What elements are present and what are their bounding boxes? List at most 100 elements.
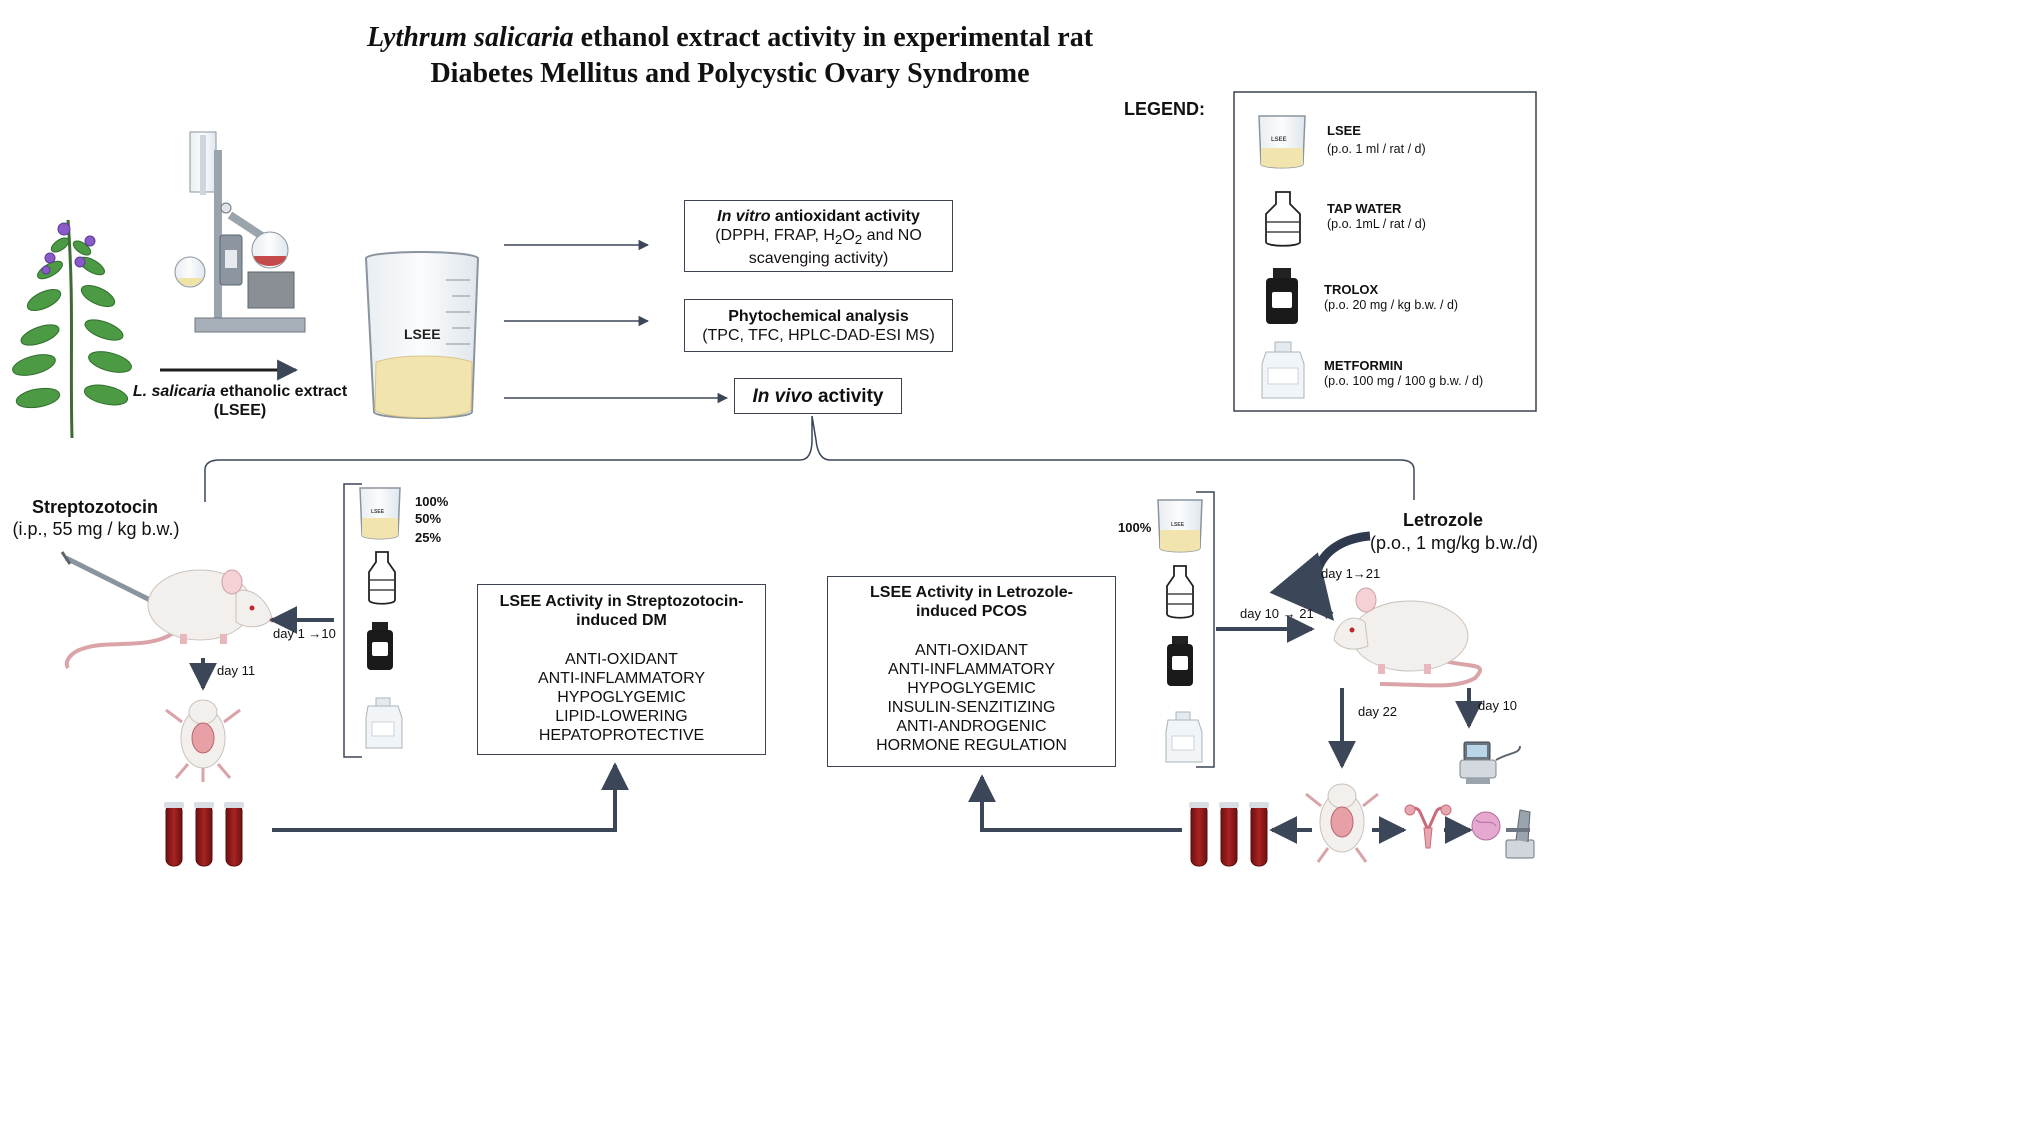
beaker-label: LSEE bbox=[404, 326, 441, 342]
pcos-trolox-vial-icon bbox=[1167, 636, 1193, 686]
pcos-inducer-name: Letrozole bbox=[1402, 510, 1483, 530]
phytochemical-heading: Phytochemical analysis bbox=[728, 308, 909, 325]
extract-caption-abbr: (LSEE) bbox=[213, 402, 267, 419]
in-vitro-box: In vitro antioxidant activity (DPPH, FRA… bbox=[684, 200, 953, 272]
in-vitro-o: O bbox=[842, 227, 855, 244]
title-line-2: Diabetes Mellitus and Polycystic Ovary S… bbox=[430, 58, 1030, 89]
dm-effect-hepatoprotective: HEPATOPROTECTIVE bbox=[538, 727, 705, 744]
ultrasound-machine-icon bbox=[1459, 741, 1521, 784]
letrozole-induction-arrow bbox=[1269, 531, 1371, 621]
rotary-evaporator-icon bbox=[174, 131, 306, 333]
pcos-effect-antioxidant: ANTI-OXIDANT bbox=[915, 642, 1028, 659]
pcos-treatment-days: day 10 → 21 bbox=[1240, 606, 1314, 621]
pcos-rat-icon bbox=[1333, 587, 1483, 688]
title-line-1-rest: ethanol extract activity in experimental… bbox=[573, 22, 1094, 53]
in-vivo-box: In vivo activity bbox=[734, 378, 902, 414]
title-line-1: Lythrum salicaria ethanol extract activi… bbox=[0, 20, 1460, 56]
dm-sacrifice-day: day 11 bbox=[217, 663, 256, 678]
title-species: Lythrum salicaria bbox=[366, 22, 574, 53]
legend-item-lsee-dose: (p.o. 1 ml / rat / d) bbox=[1327, 142, 1426, 156]
pcos-induction-days: day 1→21 bbox=[1321, 566, 1381, 581]
legend-trolox-vial-icon bbox=[1266, 268, 1298, 324]
dm-dose-25: 25% bbox=[415, 530, 442, 545]
legend-item-trolox-name: TROLOX bbox=[1324, 282, 1379, 297]
legend-beaker-icon-label: LSEE bbox=[1271, 137, 1287, 143]
in-vitro-heading-italic: In vitro bbox=[717, 208, 771, 225]
dm-lsee-beaker-icon bbox=[359, 487, 401, 540]
extract-caption-line-1: L. salicaria ethanolic extract bbox=[110, 382, 370, 401]
pcos-ultrasound-day: day 10 bbox=[1478, 698, 1518, 713]
in-vitro-sub-b: 2 bbox=[854, 232, 863, 248]
dm-effect-hypoglycemic: HYPOGLYGEMIC bbox=[557, 689, 686, 706]
uterus-ovary-icon bbox=[1404, 804, 1452, 849]
in-vitro-methods-line-3: scavenging activity) bbox=[748, 250, 889, 268]
dm-blood-tubes-icon bbox=[164, 802, 244, 867]
dm-inducer-name: Streptozotocin bbox=[32, 497, 158, 517]
legend-item-water-name: TAP WATER bbox=[1327, 201, 1402, 216]
dm-metformin-bottle-icon bbox=[365, 697, 403, 749]
pcos-result-arrow bbox=[968, 774, 1182, 832]
extract-caption-rest: ethanolic extract bbox=[215, 383, 348, 400]
pcos-treatment-bracket bbox=[1196, 491, 1215, 768]
dm-result-heading-2: induced DM bbox=[576, 612, 667, 629]
legend-heading: LEGEND: bbox=[1124, 99, 1205, 119]
pcos-beaker-icon-label: LSEE bbox=[1171, 522, 1185, 528]
in-vitro-methods-pre: (DPPH, FRAP, H bbox=[715, 227, 835, 244]
in-vitro-heading-rest: antioxidant activity bbox=[770, 208, 920, 225]
dm-treatment-bracket bbox=[343, 483, 362, 758]
in-vivo-brace bbox=[204, 415, 1415, 502]
pcos-result-box: LSEE Activity in Letrozole- induced PCOS… bbox=[827, 576, 1116, 767]
pcos-effect-hormone-regulation: HORMONE REGULATION bbox=[876, 737, 1067, 754]
in-vitro-sub-a: 2 bbox=[834, 232, 843, 248]
dm-beaker-icon-label: LSEE bbox=[371, 509, 385, 515]
pcos-blood-tubes-icon bbox=[1189, 802, 1269, 867]
legend-lsee-beaker-icon bbox=[1258, 115, 1306, 169]
pcos-result-heading-2: induced PCOS bbox=[915, 603, 1028, 620]
histology-microscope-icon bbox=[1471, 809, 1535, 859]
phytochemical-detail: (TPC, TFC, HPLC-DAD-ESI MS) bbox=[702, 327, 935, 344]
legend-item-metformin-dose: (p.o. 100 mg / 100 g b.w. / d) bbox=[1324, 374, 1484, 388]
phytochemical-box: Phytochemical analysis (TPC, TFC, HPLC-D… bbox=[684, 299, 953, 352]
dm-result-box: LSEE Activity in Streptozotocin- induced… bbox=[477, 584, 766, 755]
dm-result-arrow bbox=[272, 762, 629, 832]
pcos-dose-100: 100% bbox=[1118, 520, 1152, 535]
pcos-sacrifice-day: day 22 bbox=[1358, 704, 1398, 719]
in-vitro-heading: In vitro antioxidant activity bbox=[685, 207, 952, 226]
legend-item-metformin-name: METFORMIN bbox=[1324, 358, 1403, 373]
legend-item-trolox-dose: (p.o. 20 mg / kg b.w. / d) bbox=[1324, 298, 1459, 312]
lsee-beaker-icon bbox=[364, 251, 480, 419]
diagram-graphics bbox=[12, 91, 1537, 867]
dm-rat-icon bbox=[64, 569, 275, 670]
in-vivo-heading-italic: In vivo bbox=[752, 386, 813, 407]
pcos-result-heading-1: LSEE Activity in Letrozole- bbox=[870, 584, 1073, 601]
extract-caption-species: L. salicaria bbox=[132, 383, 216, 400]
dm-dose-50: 50% bbox=[415, 511, 442, 526]
legend-water-bottle-icon bbox=[1265, 191, 1301, 247]
pcos-effect-insulin-sensitizing: INSULIN-SENZITIZING bbox=[887, 699, 1056, 716]
in-vitro-methods-post: and NO bbox=[862, 227, 922, 244]
pcos-effect-anti-inflammatory: ANTI-INFLAMMATORY bbox=[887, 661, 1056, 678]
dm-effect-anti-inflammatory: ANTI-INFLAMMATORY bbox=[537, 670, 706, 687]
pcos-water-bottle-icon bbox=[1166, 565, 1194, 619]
figure-title: Lythrum salicaria ethanol extract activi… bbox=[0, 20, 1460, 92]
in-vivo-heading-rest: activity bbox=[812, 386, 884, 407]
dm-effect-lipid-lowering: LIPID-LOWERING bbox=[555, 708, 688, 725]
dm-dose-100: 100% bbox=[415, 494, 449, 509]
dm-trolox-vial-icon bbox=[367, 622, 393, 670]
in-vitro-methods: (DPPH, FRAP, H2O2 and NO bbox=[685, 226, 952, 249]
pcos-inducer-dose: (p.o., 1 mg/kg b.w./d) bbox=[1369, 533, 1539, 553]
dm-treatment-days: day 1 →10 bbox=[273, 626, 336, 641]
pcos-metformin-bottle-icon bbox=[1165, 711, 1203, 763]
pcos-dissected-rat-icon bbox=[1305, 783, 1379, 863]
pcos-effect-hypoglycemic: HYPOGLYGEMIC bbox=[907, 680, 1036, 697]
lythrum-plant-icon bbox=[12, 219, 132, 439]
extract-caption: L. salicaria ethanolic extract (LSEE) bbox=[110, 382, 370, 420]
dm-dissected-rat-icon bbox=[165, 699, 241, 782]
dm-inducer-dose: (i.p., 55 mg / kg b.w.) bbox=[12, 519, 180, 539]
dm-effect-antioxidant: ANTI-OXIDANT bbox=[565, 651, 678, 668]
legend-item-lsee-name: LSEE bbox=[1327, 123, 1361, 138]
dm-result-heading-1: LSEE Activity in Streptozotocin- bbox=[499, 593, 744, 610]
pcos-lsee-beaker-icon bbox=[1157, 499, 1203, 553]
dm-water-bottle-icon bbox=[368, 551, 396, 605]
legend-item-water-dose: (p.o. 1mL / rat / d) bbox=[1327, 217, 1426, 231]
